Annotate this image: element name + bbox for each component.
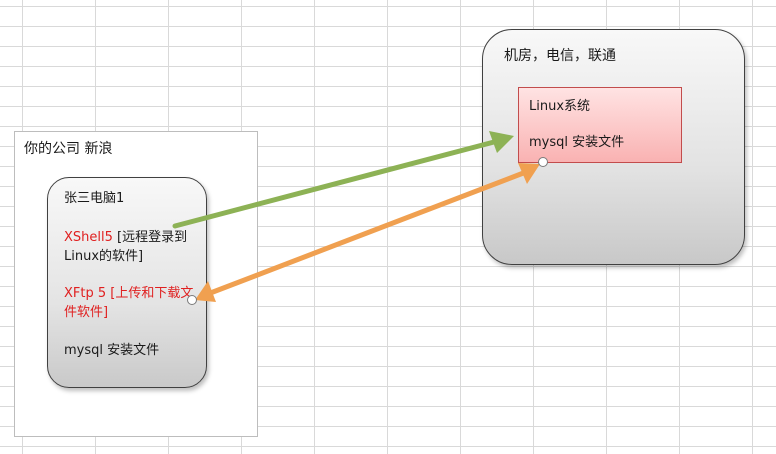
- xftp-description: [上传和下载文件软件]: [64, 286, 194, 320]
- xshell-description: [远程登录到Linux的软件]: [64, 230, 188, 264]
- pc-title: 张三电脑1: [64, 191, 125, 206]
- connector-dot-icon: [538, 157, 548, 167]
- connector-dot-icon: [187, 295, 197, 305]
- xshell-arrow: [172, 131, 514, 229]
- xftp-name: XFtp 5: [64, 286, 107, 301]
- xftp-arrow-line: [210, 169, 529, 295]
- linux-system-box: Linux系统 mysql 安装文件: [518, 87, 682, 163]
- pc-mysql-file: mysql 安装文件: [64, 343, 160, 358]
- arrow-head-icon: [518, 163, 540, 184]
- server-mysql-file: mysql 安装文件: [529, 135, 625, 150]
- xftp-label: XFtp 5 [上传和下载文件软件]: [64, 284, 204, 322]
- xshell-arrow-line: [172, 139, 497, 229]
- pc-box: 张三电脑1 XShell5 [远程登录到Linux的软件] XFtp 5 [上传…: [47, 177, 207, 388]
- company-title: 你的公司 新浪: [24, 141, 113, 157]
- arrow-head-icon: [195, 281, 216, 302]
- server-room-title: 机房，电信，联通: [504, 48, 616, 64]
- arrow-head-icon: [489, 131, 514, 153]
- xshell-name: XShell5: [64, 230, 113, 245]
- xshell-label: XShell5 [远程登录到Linux的软件]: [64, 228, 204, 266]
- xftp-arrow: [195, 163, 540, 302]
- linux-system-label: Linux系统: [529, 99, 591, 114]
